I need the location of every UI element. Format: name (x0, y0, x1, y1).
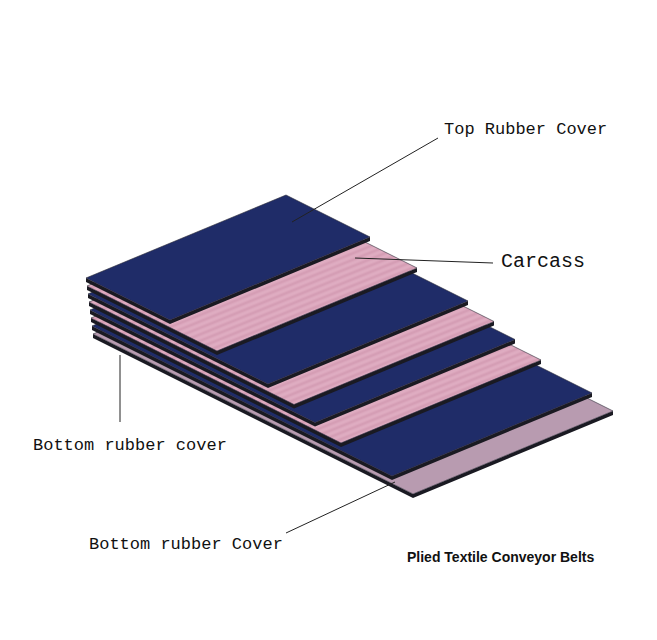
leader-line (286, 482, 395, 533)
part-label: Bottom rubber cover (33, 436, 227, 456)
caption: Plied Textile Conveyor Belts (407, 549, 594, 566)
part-label: Top Rubber Cover (444, 120, 607, 140)
leader-line (292, 138, 438, 222)
leader-lines (120, 138, 493, 533)
leader-line (355, 258, 493, 263)
leader-line (120, 355, 121, 422)
belt-layer (86, 195, 370, 320)
part-label: Bottom rubber Cover (89, 535, 283, 555)
part-label: Carcass (501, 250, 585, 274)
